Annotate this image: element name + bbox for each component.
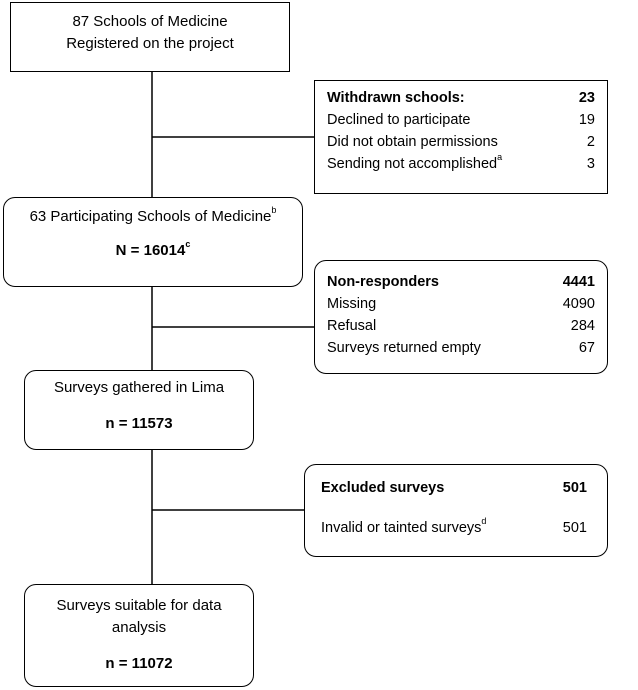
withdrawn-title: Withdrawn schools: [327, 90, 465, 106]
nonresponders-row-value: 4090 [562, 296, 595, 312]
nonresponders-row: Surveys returned empty 67 [327, 337, 595, 359]
box-participating-schools: 63 Participating Schools of Medicineb N … [3, 197, 303, 287]
suitable-n: n = 11072 [105, 655, 173, 672]
withdrawn-row-label-wrap: Sending not accomplisheda [327, 153, 502, 175]
box-registered-schools: 87 Schools of Medicine Registered on the… [10, 2, 290, 72]
participating-n-wrap: N = 16014c [4, 240, 302, 262]
withdrawn-header: Withdrawn schools: 23 [327, 87, 595, 109]
withdrawn-row: Declined to participate 19 [327, 109, 595, 131]
footnote-marker: b [271, 205, 277, 215]
excluded-title: Excluded surveys [321, 480, 445, 496]
excluded-row-label: Invalid or tainted surveys [321, 520, 482, 536]
excluded-total: 501 [562, 480, 587, 496]
footnote-marker: c [185, 239, 191, 249]
box-surveys-gathered: Surveys gathered in Lima n = 11573 [24, 370, 254, 450]
box-excluded-surveys: Excluded surveys 501 Invalid or tainted … [304, 464, 608, 557]
withdrawn-total: 23 [578, 90, 595, 106]
withdrawn-row-label: Declined to participate [327, 112, 471, 128]
registered-line2: Registered on the project [66, 35, 234, 52]
withdrawn-row-value: 3 [586, 156, 595, 172]
withdrawn-row-label: Sending not accomplished [327, 156, 498, 172]
box-surveys-suitable: Surveys suitable for data analysis n = 1… [24, 584, 254, 687]
registered-line1: 87 Schools of Medicine [72, 13, 228, 30]
box-non-responders: Non-responders 4441 Missing 4090 Refusal… [314, 260, 608, 374]
excluded-header: Excluded surveys 501 [321, 477, 587, 499]
nonresponders-row-value: 284 [570, 318, 595, 334]
withdrawn-row: Sending not accomplisheda 3 [327, 153, 595, 175]
nonresponders-title: Non-responders [327, 274, 439, 290]
withdrawn-row: Did not obtain permissions 2 [327, 131, 595, 153]
participating-n: N = 16014 [115, 242, 186, 259]
nonresponders-row: Missing 4090 [327, 293, 595, 315]
suitable-line1: Surveys suitable for data [56, 597, 222, 614]
nonresponders-row: Refusal 284 [327, 315, 595, 337]
participating-line1: 63 Participating Schools of Medicine [29, 208, 272, 225]
gathered-n: n = 11573 [105, 415, 173, 432]
suitable-line2: analysis [111, 619, 167, 636]
withdrawn-row-label: Did not obtain permissions [327, 134, 498, 150]
nonresponders-row-label: Refusal [327, 318, 377, 334]
excluded-row-value: 501 [562, 520, 587, 536]
nonresponders-row-value: 67 [578, 340, 595, 356]
nonresponders-total: 4441 [562, 274, 595, 290]
participating-line1-wrap: 63 Participating Schools of Medicineb [4, 206, 302, 228]
nonresponders-header: Non-responders 4441 [327, 271, 595, 293]
gathered-line1: Surveys gathered in Lima [53, 379, 225, 396]
excluded-row-label-wrap: Invalid or tainted surveysd [321, 517, 486, 539]
box-withdrawn-schools: Withdrawn schools: 23 Declined to partic… [314, 80, 608, 194]
footnote-marker: a [497, 152, 503, 163]
footnote-marker: d [481, 516, 487, 527]
nonresponders-row-label: Surveys returned empty [327, 340, 481, 356]
withdrawn-row-value: 2 [586, 134, 595, 150]
excluded-row: Invalid or tainted surveysd 501 [321, 517, 587, 539]
nonresponders-row-label: Missing [327, 296, 377, 312]
withdrawn-row-value: 19 [578, 112, 595, 128]
